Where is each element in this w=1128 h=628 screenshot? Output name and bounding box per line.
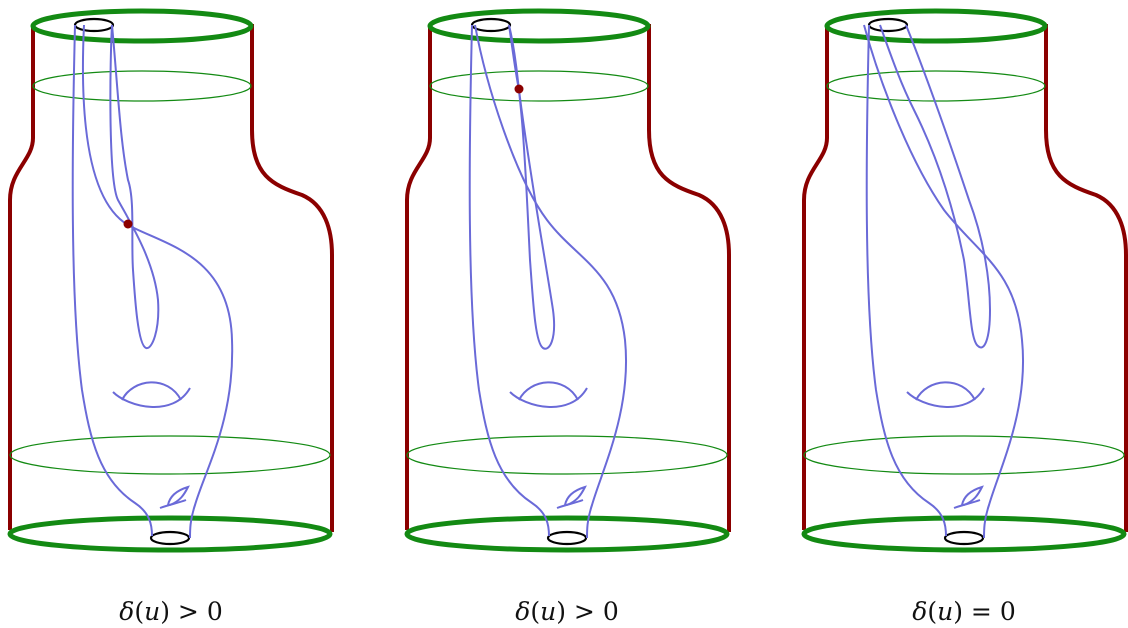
caption-right: δ(u) = 0 (912, 597, 1015, 626)
surface-left (10, 11, 332, 550)
panel-right (804, 11, 1126, 550)
caption-middle: δ(u) > 0 (515, 597, 618, 626)
caption-left: δ(u) > 0 (119, 597, 222, 626)
panel-left (10, 11, 332, 550)
strand-main-middle (474, 24, 627, 539)
marked-point-middle (514, 84, 524, 94)
panel-middle (407, 11, 729, 550)
strand-inner-right (879, 24, 992, 349)
strand-inner-middle (508, 24, 555, 350)
marked-point-left (123, 219, 133, 229)
strand-inner-left (109, 24, 160, 349)
strand-main-right (863, 24, 1024, 539)
strand-main-left (81, 24, 234, 539)
surface-middle (407, 11, 729, 550)
surface-right (804, 11, 1126, 550)
